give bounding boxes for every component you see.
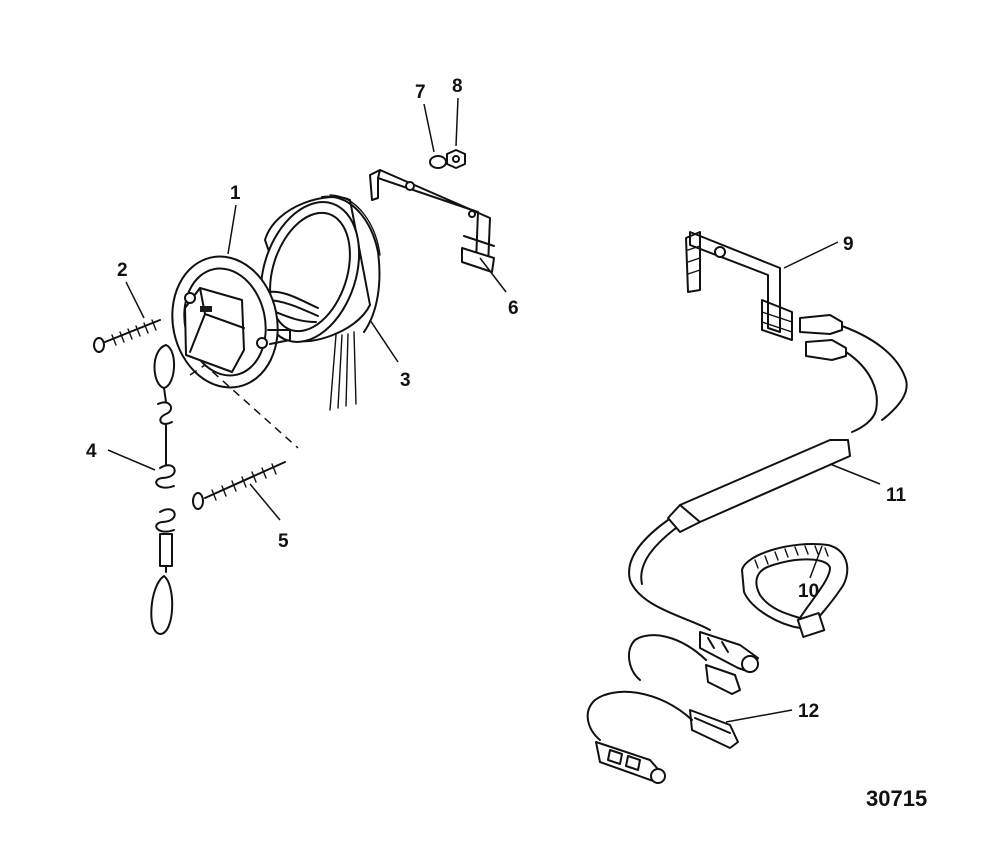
- part-8-nut: [446, 149, 466, 169]
- part-11-harness: [628, 325, 908, 631]
- callout-10: 10: [798, 581, 819, 602]
- part-10-cable-tie: [741, 543, 849, 638]
- figure-number: 30715: [866, 786, 927, 811]
- part-5-screw: [192, 461, 286, 510]
- callout-12: 12: [798, 701, 819, 722]
- part-7-washer: [429, 155, 447, 169]
- leader-4: [107, 449, 156, 471]
- part-9-bracket: [685, 231, 847, 361]
- callout-1: 1: [230, 183, 241, 204]
- leader-2: [125, 281, 145, 319]
- part-6-bracket: [369, 169, 495, 273]
- callout-11: 11: [886, 485, 907, 506]
- leader-9: [783, 241, 839, 269]
- callout-3: 3: [400, 370, 411, 391]
- leader-11: [829, 463, 881, 485]
- alignment-dashed-line: [189, 364, 299, 449]
- leader-12: [725, 709, 793, 723]
- callout-4: 4: [86, 441, 97, 462]
- part-2-screw: [93, 319, 161, 353]
- callout-2: 2: [117, 260, 128, 281]
- part-4-lanyard: [150, 344, 176, 635]
- callout-5: 5: [278, 531, 289, 552]
- callout-9: 9: [843, 234, 854, 255]
- leader-6: [479, 257, 507, 293]
- leader-8: [455, 97, 459, 147]
- leader-1: [227, 204, 237, 255]
- callout-7: 7: [415, 82, 426, 103]
- leader-7: [423, 103, 435, 153]
- leader-5: [249, 483, 281, 521]
- callout-6: 6: [508, 298, 519, 319]
- leader-3: [369, 319, 399, 363]
- callout-8: 8: [452, 76, 463, 97]
- part-1-switch: [171, 255, 319, 389]
- leader-10: [809, 545, 823, 579]
- part-12-connectors: [586, 631, 759, 784]
